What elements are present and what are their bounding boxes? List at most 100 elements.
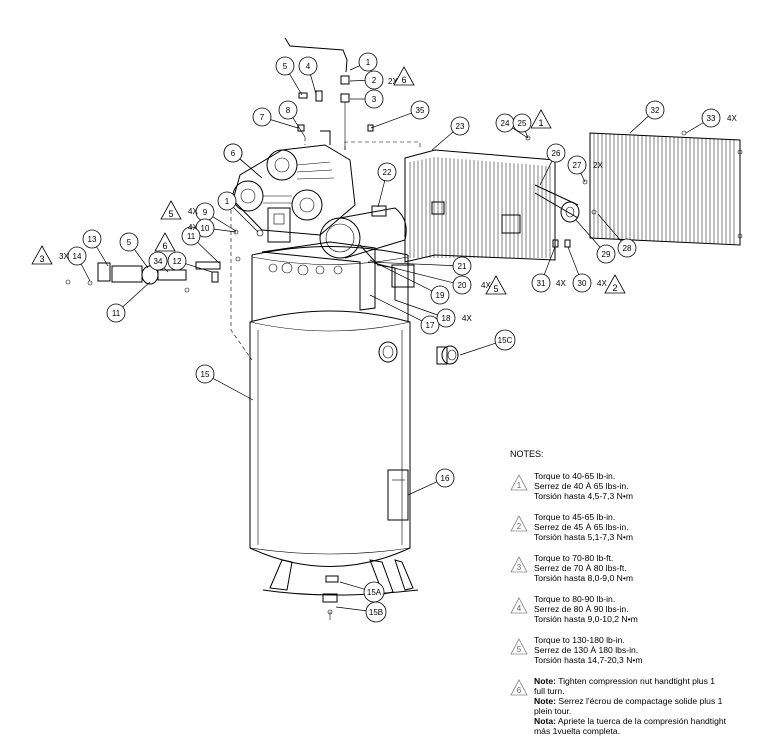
callout-label: 15A — [367, 588, 382, 597]
note-line: Torque to 70-80 lb-ft. — [534, 553, 614, 563]
callout-label: 15C — [498, 336, 513, 345]
torque-note-4-icon: 4 — [510, 597, 528, 614]
note-line: Torque to 130-180 lb-in. — [534, 635, 625, 645]
note-line: Torsión hasta 9,0-10,2 N•m — [534, 614, 638, 624]
callout-c31: 31 — [531, 273, 551, 293]
leader-line-c7 — [270, 119, 299, 129]
callout-c25: 25 — [512, 113, 532, 133]
notes-panel: NOTES: 1 Torque to 40-65 lb-in.Serrez de… — [510, 449, 772, 746]
svg-text:2: 2 — [517, 522, 522, 531]
note-line: Torque to 45-65 lb-in. — [534, 512, 616, 522]
callout-c7: 7 — [252, 107, 272, 127]
note-line: Torque to 40-65 lb-in. — [534, 471, 616, 481]
callout-label: 11 — [112, 309, 121, 318]
callout-c16: 16 — [435, 468, 455, 488]
callout-label: 22 — [383, 168, 392, 177]
note-4-text: Torque to 80-90 lb-in.Serrez de 80 À 90 … — [534, 594, 638, 624]
leader-line-c27 — [580, 172, 586, 183]
leader-line-c17 — [369, 294, 423, 322]
callout-c9: 9 — [195, 202, 215, 222]
callout-label: 28 — [623, 244, 632, 253]
callout-label: 14 — [73, 252, 82, 261]
callout-c15C: 15C — [494, 329, 516, 351]
torque-note-3-icon: 3 — [510, 556, 528, 573]
quantity-q4x_9: 4X — [188, 207, 198, 216]
svg-text:4: 4 — [517, 604, 522, 613]
note-line: Serrez de 80 À 90 lbs-in. — [534, 604, 629, 614]
callout-c14: 14 — [67, 246, 87, 266]
callout-c11b: 11 — [106, 303, 126, 323]
callout-c20: 20 — [452, 275, 472, 295]
quantity-q4x_10: 4X — [188, 223, 198, 232]
callout-c1: 1 — [358, 52, 378, 72]
svg-text:6: 6 — [517, 686, 522, 695]
callout-c2: 2 — [364, 70, 384, 90]
note-item-2: 2 Torque to 45-65 lb-in.Serrez de 45 À 6… — [510, 512, 772, 553]
callout-label: 19 — [436, 291, 445, 300]
leader-line-c1 — [349, 65, 360, 71]
callout-label: 1 — [366, 58, 371, 67]
leader-line-c30 — [567, 246, 580, 275]
callout-bubbles: 1234567835232425323326272269110135143412… — [67, 52, 721, 623]
leader-line-c6b — [239, 158, 263, 179]
quantity-q4x_20: 4X — [481, 281, 491, 290]
notes-title: NOTES: — [510, 449, 544, 459]
pump-assembly — [230, 37, 421, 361]
leader-line-c10 — [213, 228, 237, 233]
callout-c33: 33 — [701, 108, 721, 128]
leader-line-c21 — [367, 261, 454, 266]
leader-line-c31 — [543, 246, 556, 275]
torque-flag-t5_20: 5 — [485, 275, 507, 295]
note-item-4: 4 Torque to 80-90 lb-in.Serrez de 80 À 9… — [510, 594, 772, 635]
callout-c6b: 6 — [223, 143, 243, 163]
callout-label: 33 — [707, 114, 716, 123]
note-line: Torque to 80-90 lb-in. — [534, 594, 616, 604]
leader-line-c16 — [407, 481, 437, 496]
leader-line-c11 — [197, 241, 220, 264]
svg-text:3: 3 — [517, 563, 522, 572]
leader-line-c12 — [185, 263, 213, 273]
leader-line-c24 — [512, 127, 529, 139]
torque-flag-t5_9: 5 — [160, 200, 182, 220]
callout-label: 10 — [201, 224, 210, 233]
quantity-q4x_18: 4X — [462, 314, 472, 323]
quantity-q2x_top: 2X — [388, 77, 398, 86]
torque-note-6-icon: 6 — [510, 679, 528, 696]
notes-list: 1 Torque to 40-65 lb-in.Serrez de 40 À 6… — [510, 471, 772, 676]
leader-line-c28 — [597, 213, 622, 242]
callout-label: 13 — [88, 235, 97, 244]
note-2-text: Torque to 45-65 lb-in.Serrez de 45 À 65 … — [534, 512, 633, 542]
callout-c3: 3 — [364, 89, 384, 109]
torque-flag-t1_25: 1 — [530, 109, 552, 129]
leader-line-c18 — [394, 299, 438, 316]
torque-flag-label: 6 — [162, 241, 167, 251]
leader-line-c5 — [289, 73, 303, 96]
leader-line-c15C — [459, 342, 496, 356]
callout-label: 31 — [537, 279, 546, 288]
callout-label: 11 — [187, 232, 196, 241]
quantity-q4x_30: 4X — [597, 279, 607, 288]
callout-c32: 32 — [645, 100, 665, 120]
callout-c13: 13 — [82, 229, 102, 249]
leader-line-c13 — [96, 246, 109, 267]
torque-flag-t2_30: 2 — [604, 274, 626, 294]
callout-label: 17 — [426, 321, 435, 330]
callout-c11: 11 — [181, 226, 201, 246]
note-3-text: Torque to 70-80 lb-ft.Serrez de 70 À 80 … — [534, 553, 633, 583]
callout-c23: 23 — [450, 116, 470, 136]
leader-line-c15B — [335, 606, 367, 612]
callout-label: 26 — [552, 149, 561, 158]
torque-flag-t3_14: 3 — [31, 245, 53, 265]
tank-assembly — [249, 246, 459, 620]
note-line: Serrez de 130 À 180 lbs-in. — [534, 645, 639, 655]
callout-label: 1 — [225, 197, 230, 206]
leader-line-c25 — [525, 131, 529, 139]
leader-lines — [80, 65, 704, 612]
torque-note-5-icon: 5 — [510, 638, 528, 655]
note-item-5: 5 Torque to 130-180 lb-in.Serrez de 130 … — [510, 635, 772, 676]
leader-line-c26 — [539, 160, 553, 186]
callout-label: 20 — [458, 281, 467, 290]
callout-label: 29 — [602, 250, 611, 259]
torque-flag-label: 2 — [612, 283, 617, 293]
